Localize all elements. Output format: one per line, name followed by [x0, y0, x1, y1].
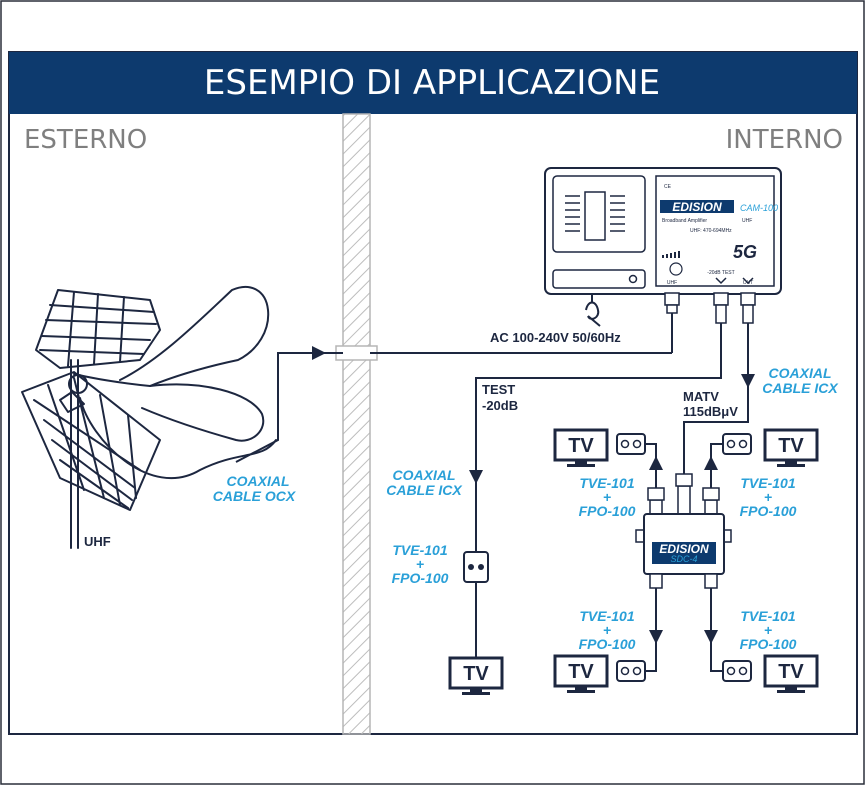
tv-top-left: TV — [553, 428, 609, 467]
outlet-kit-line1: TVE-101 — [740, 475, 795, 491]
amplifier-port-chevrons-icon — [715, 277, 754, 285]
outlet-kit-line2: FPO-100 — [740, 636, 797, 652]
outlet-kit-plus: + — [603, 622, 611, 638]
tv-top-right: TV — [763, 428, 819, 467]
amplifier-marks: CE — [664, 184, 672, 190]
outlet-kit-plus: + — [416, 556, 424, 572]
outlet-kit-plus: + — [764, 622, 772, 638]
splitter-label-plate — [652, 542, 716, 564]
zone-label-inside: INTERNO — [726, 125, 843, 155]
power-supply-label: AC 100-240V 50/60Hz — [490, 330, 621, 345]
outlet-kit-plus: + — [603, 489, 611, 505]
cable-label-outdoor-2: CABLE OCX — [213, 488, 297, 504]
outlet-kit-line1: TVE-101 — [579, 475, 634, 491]
outlet-kit-plus: + — [764, 489, 772, 505]
splitter-brand: EDISION — [659, 542, 709, 556]
amplifier-range: UHF: 470-694MHz — [690, 228, 732, 234]
header-bar — [9, 52, 857, 114]
cable-label-indoor-left-1: COAXIAL — [393, 467, 456, 483]
tv-bottom-right: TV — [763, 654, 819, 693]
outlet-kit-top-left: TVE-101+FPO-100 — [579, 475, 636, 519]
amplifier-port-label-test: -20dB TEST — [707, 270, 734, 276]
cable-label-indoor-right-2: CABLE ICX — [762, 380, 839, 396]
outlet-kit-test: TVE-101+FPO-100 — [392, 542, 449, 586]
wall-outlet-test — [463, 551, 489, 583]
coax-link — [646, 443, 657, 468]
splitter-sdc-4 — [635, 473, 732, 589]
outlet-kit-line2: FPO-100 — [392, 570, 449, 586]
wall — [335, 113, 378, 735]
amplifier-model: CAM-100 — [740, 203, 778, 213]
tv-label: TV — [568, 661, 594, 683]
outlet-kit-line2: FPO-100 — [740, 503, 797, 519]
amplifier-brand: EDISION — [672, 200, 722, 214]
uhf-antenna-icon — [21, 285, 277, 549]
tv-test: TV — [448, 656, 504, 695]
amplifier-subtitle: Broadband Amplifier — [662, 218, 707, 224]
cable-label-indoor-left-2: CABLE ICX — [386, 482, 463, 498]
zone-label-outside: ESTERNO — [24, 125, 147, 155]
outlet-kit-line1: TVE-101 — [579, 608, 634, 624]
splitter-model: SDC-4 — [670, 554, 697, 564]
indoor-cables — [475, 323, 749, 660]
tv-bottom-left: TV — [553, 654, 609, 693]
coax-link — [710, 650, 723, 672]
test-output-label-2: -20dB — [482, 398, 518, 413]
signal-arrow-icon — [312, 346, 326, 360]
coax-link — [646, 650, 657, 672]
test-output-label-1: TEST — [482, 382, 515, 397]
tv-label: TV — [778, 661, 804, 683]
antenna-label: UHF — [84, 534, 111, 549]
outlet-kit-line1: TVE-101 — [740, 608, 795, 624]
outlet-kit-bottom-right: TVE-101+FPO-100 — [740, 608, 797, 652]
tv-label: TV — [778, 435, 804, 457]
header-title: ESEMPIO DI APPLICAZIONE — [204, 63, 660, 103]
matv-output-label-1: MATV — [683, 389, 719, 404]
amplifier-band-tag: UHF — [742, 218, 752, 224]
outlet-kit-bottom-left: TVE-101+FPO-100 — [579, 608, 636, 652]
amplifier-port-label-uhf: UHF — [667, 280, 677, 286]
amplifier-5g-badge: 5G — [733, 242, 757, 262]
tv-label: TV — [463, 663, 489, 685]
level-indicator-icon — [662, 251, 683, 276]
matv-output-label-2: 115dBμV — [683, 404, 738, 419]
tv-label: TV — [568, 435, 594, 457]
amplifier-cam-100 — [544, 167, 782, 295]
amplifier-connectors — [664, 292, 756, 324]
outlet-kit-line1: TVE-101 — [392, 542, 447, 558]
wall-outlet-top-left — [616, 433, 646, 455]
cable-label-outdoor-1: COAXIAL — [227, 473, 290, 489]
outlet-kit-top-right: TVE-101+FPO-100 — [740, 475, 797, 519]
outlet-kit-line2: FPO-100 — [579, 636, 636, 652]
wall-outlet-bottom-left — [616, 660, 646, 682]
coax-link — [710, 443, 723, 468]
wall-outlet-top-right — [722, 433, 752, 455]
power-cord-icon — [585, 294, 601, 327]
wall-outlet-bottom-right — [722, 660, 752, 682]
outlet-kit-line2: FPO-100 — [579, 503, 636, 519]
cable-label-indoor-right-1: COAXIAL — [769, 365, 832, 381]
